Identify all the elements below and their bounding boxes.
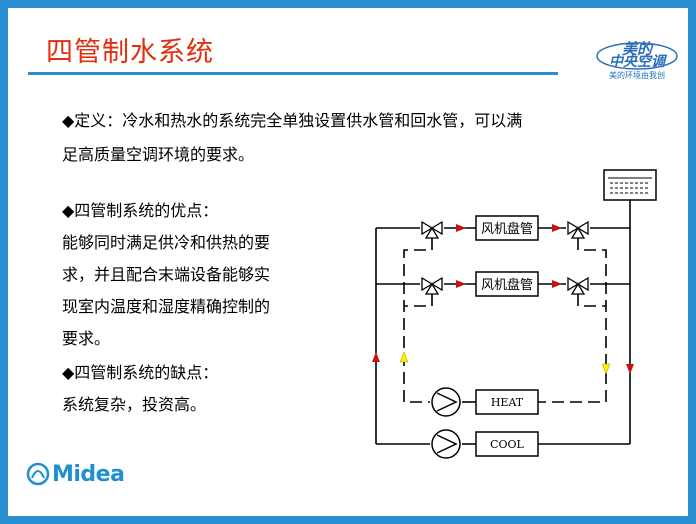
advantages-line2: 求，并且配合末端设备能够实 [62,265,271,284]
slide-title: 四管制水系统 [46,37,214,68]
slide [8,8,688,516]
cold-water-loop [375,200,631,445]
cool-label: COOL [490,438,524,451]
midea-central-ac-logo: 美的 中央空调 美的环境由我创 [594,36,680,84]
hot-flow-arrow-icon [399,351,611,375]
frame-top [0,0,696,8]
midea-swirl-icon [26,462,50,486]
definition-line1: ◆定义：冷水和热水的系统完全单独设置供水管和回水管，可以满 [62,111,523,130]
heat-label: HEAT [491,396,524,409]
logo-tagline: 美的环境由我创 [609,71,665,80]
fan-coil-label-2: 风机盘管 [481,277,533,293]
title-underline [28,72,558,75]
advantages-title: ◆四管制系统的优点： [62,201,219,220]
expansion-tank [603,169,657,201]
flow-arrow-icon [372,224,634,374]
logo-swoosh-icon [596,42,678,70]
hot-water-loop [403,238,607,403]
fan-coil-box-2 [475,271,539,297]
disadvantages-title: ◆四管制系统的缺点： [62,363,219,382]
advantages-line1: 能够同时满足供冷和供热的要 [62,233,271,252]
cool-pump-icon [431,429,461,459]
definition-line2: 足高质量空调环境的要求。 [62,145,255,164]
cool-source-box [475,431,539,457]
logo-line1: 美的 [621,40,652,58]
fan-coil-label-1: 风机盘管 [481,221,533,237]
heat-source-box [475,389,539,415]
three-way-valve-icon [421,220,589,295]
heat-pump-icon [431,387,461,417]
disadvantages-text: 系统复杂，投资高。 [62,395,207,414]
midea-brand: Midea [52,462,125,487]
fan-coil-box-1 [475,215,539,241]
advantages-line4: 要求。 [62,329,111,348]
logo-line2: 中央空调 [609,54,665,70]
advantages-line3: 现室内温度和湿度精确控制的 [62,297,271,316]
